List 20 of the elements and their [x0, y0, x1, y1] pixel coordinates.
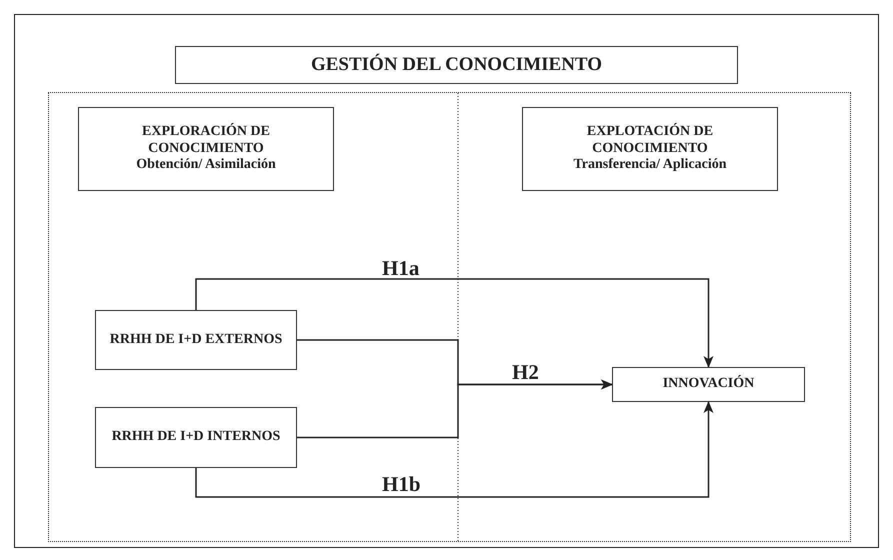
- arrow: [297, 380, 613, 438]
- box-heading: EXPLOTACIÓN DE CONOCIMIENTO: [586, 124, 714, 158]
- box-subheading: Obtención/ Asimilación: [136, 157, 276, 174]
- box-heading: EXPLORACIÓN DE CONOCIMIENTO: [141, 124, 271, 158]
- box-heading: INNOVACIÓN: [662, 376, 754, 393]
- outcome-box: [612, 367, 805, 402]
- arrow: [195, 278, 714, 368]
- factor-box: [95, 407, 297, 468]
- edge-label: H2: [512, 362, 539, 383]
- box-subheading: Transferencia/ Aplicación: [573, 157, 727, 174]
- phase-box: [522, 107, 778, 191]
- box-heading: RRHH DE I+D INTERNOS: [112, 429, 280, 446]
- edge-label: H1a: [382, 258, 420, 279]
- phase-box: [78, 107, 334, 191]
- factor-box: [95, 310, 297, 370]
- box-heading: RRHH DE I+D EXTERNOS: [110, 332, 282, 348]
- edge-label: H1b: [382, 474, 421, 495]
- title-box: [175, 46, 738, 84]
- arrow: [195, 401, 714, 498]
- box-heading: GESTIÓN DEL CONOCIMIENTO: [310, 54, 602, 76]
